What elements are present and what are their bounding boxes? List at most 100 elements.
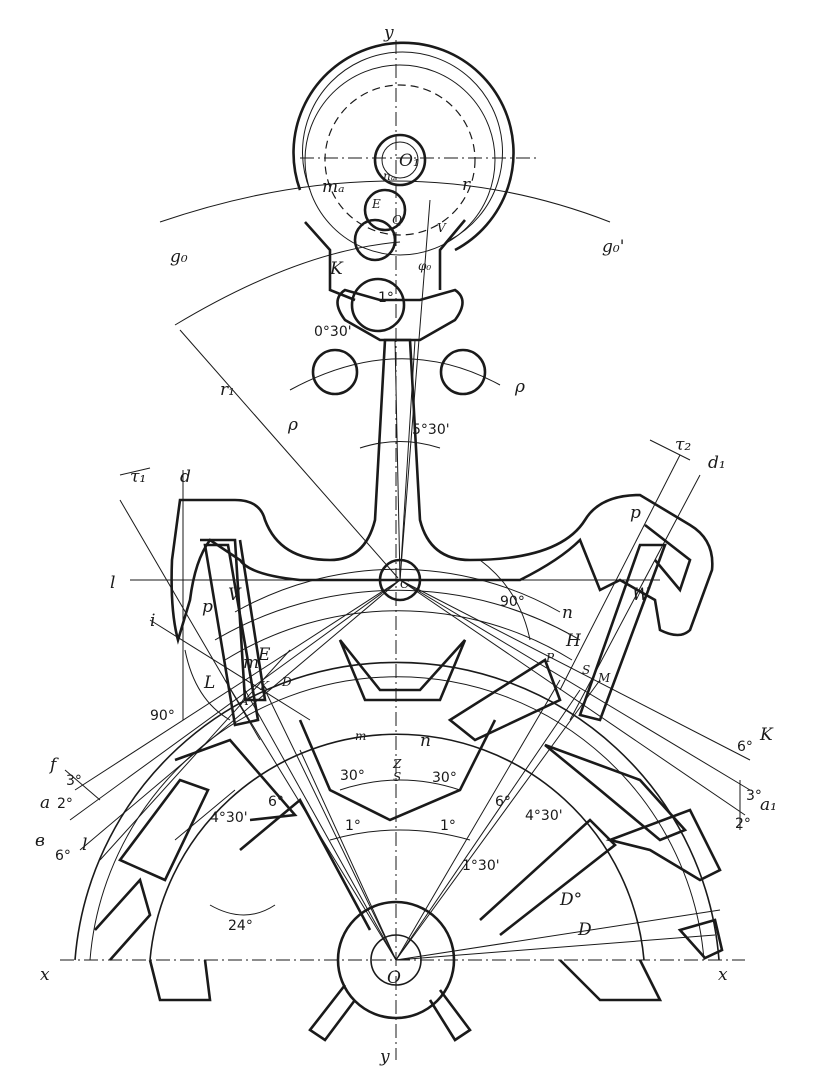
right-pallet-slot [644, 523, 692, 593]
twentyfour-arc [209, 904, 276, 916]
label-rho-right: ρ [514, 377, 525, 397]
label-D-lower: D [577, 920, 592, 940]
label-E-left: E [257, 645, 271, 665]
label-p-right: p [630, 503, 641, 523]
tooth-top-right [447, 658, 562, 742]
safety-roller [292, 41, 515, 252]
fork-body [170, 338, 714, 645]
rho-arc [289, 358, 501, 391]
r1-radius [179, 329, 399, 579]
balance [289, 41, 515, 396]
angle-2-left: 2° [57, 796, 73, 812]
label-A: A [239, 694, 249, 708]
line-o-right-3 [395, 679, 561, 961]
label-r: r [462, 175, 471, 195]
line-c-right-1 [399, 579, 751, 761]
fork-circle-2 [350, 277, 406, 333]
label-K-top: K [329, 259, 344, 279]
balance-staff [373, 133, 427, 187]
one-deg-arc [329, 829, 471, 841]
wheel-rim-arc [149, 733, 645, 961]
twentyfour-line [174, 789, 236, 841]
fork-circle-1 [353, 218, 397, 262]
angle-1-right: 1° [440, 818, 456, 834]
label-f: f [48, 755, 59, 775]
labels: y y x x O O₁ C g₀ g₀' r r₁ mₐ nₐ E Q K V… [35, 23, 777, 1067]
label-S: S [582, 663, 590, 677]
d1-line [569, 474, 701, 721]
hub-inner [370, 934, 422, 986]
r1-arc [174, 241, 401, 326]
upper-arc-1 [234, 568, 561, 613]
label-x-left: x [40, 965, 50, 985]
five30-arc [359, 441, 441, 449]
angle-1-30: 1°30' [462, 858, 500, 874]
line-c-up-2 [399, 339, 416, 581]
label-M: M [597, 671, 611, 685]
line-o-left-4 [299, 749, 397, 961]
angle-labels: 1° 0°30' 5°30' 90° 90° 6° 3° 2° 3° 2° 6°… [55, 290, 762, 934]
tooth-right-1 [544, 743, 688, 842]
label-rho-left: ρ [287, 415, 298, 435]
label-m-center: m [355, 729, 366, 743]
spoke-right [479, 818, 617, 937]
label-n-center: n [420, 731, 431, 751]
angle-1-left: 1° [345, 818, 361, 834]
label-V-left: V [228, 585, 242, 605]
angle-30-right: 30° [432, 770, 457, 786]
banking-pin-left [311, 348, 359, 396]
tau1-dim [119, 467, 151, 476]
label-a: a [40, 793, 50, 813]
angle-0-30: 0°30' [314, 324, 352, 340]
tooth-left-2 [94, 877, 152, 961]
label-tau2: τ₂ [675, 435, 691, 455]
label-d1: d₁ [708, 453, 726, 473]
l-lower-line [99, 649, 291, 861]
label-b: в [35, 831, 45, 851]
line-c-left-3 [79, 579, 401, 851]
spoke-foot-left [148, 959, 212, 1002]
label-L: L [203, 673, 215, 693]
line-o-left-1 [244, 689, 397, 961]
label-g0: g₀ [170, 247, 188, 267]
label-i: i [150, 611, 155, 631]
ninety-right-arc [479, 559, 531, 641]
angle-6-inner-right: 6° [495, 794, 511, 810]
label-p-left: p [202, 597, 213, 617]
angle-6-inner-left: 6° [268, 794, 284, 810]
line-c-up-1 [394, 339, 401, 581]
label-n-right: n [562, 603, 573, 623]
angle-3-left: 3° [66, 773, 82, 789]
label-O: O [387, 968, 401, 988]
spoke-foot-right [559, 959, 663, 1002]
label-r1: r₁ [220, 380, 235, 400]
tooth-top-center [338, 639, 467, 702]
ninety-left-arc [184, 649, 231, 721]
upper-arc-3 [224, 610, 573, 661]
line-o-left-3 [264, 689, 397, 961]
label-K-left: K [259, 679, 270, 693]
angle-30-left: 30° [340, 768, 365, 784]
label-O1: O₁ [399, 151, 420, 171]
reference-arcs [159, 180, 611, 579]
label-D-left: D [281, 675, 292, 689]
label-s-center: S [393, 770, 401, 784]
angle-4-30-left: 4°30' [210, 810, 248, 826]
upper-arc-2 [214, 589, 581, 641]
label-W: W [632, 585, 651, 605]
label-D-upper: D° [559, 890, 582, 910]
line-o-D [395, 934, 716, 961]
tooth-right-3 [677, 918, 724, 960]
label-g0-prime: g₀' [602, 237, 624, 257]
impulse-pin [363, 188, 407, 232]
line-o-right-1 [395, 679, 601, 961]
banking-pin-right [439, 348, 487, 396]
tooth-right-2 [605, 808, 722, 882]
angle-6-left: 6° [55, 848, 71, 864]
f-tick [64, 769, 101, 801]
construction-lines [64, 199, 751, 961]
label-m-left: m [243, 653, 259, 673]
fork-head [336, 288, 464, 342]
angle-1-deg-top: 1° [378, 290, 394, 306]
